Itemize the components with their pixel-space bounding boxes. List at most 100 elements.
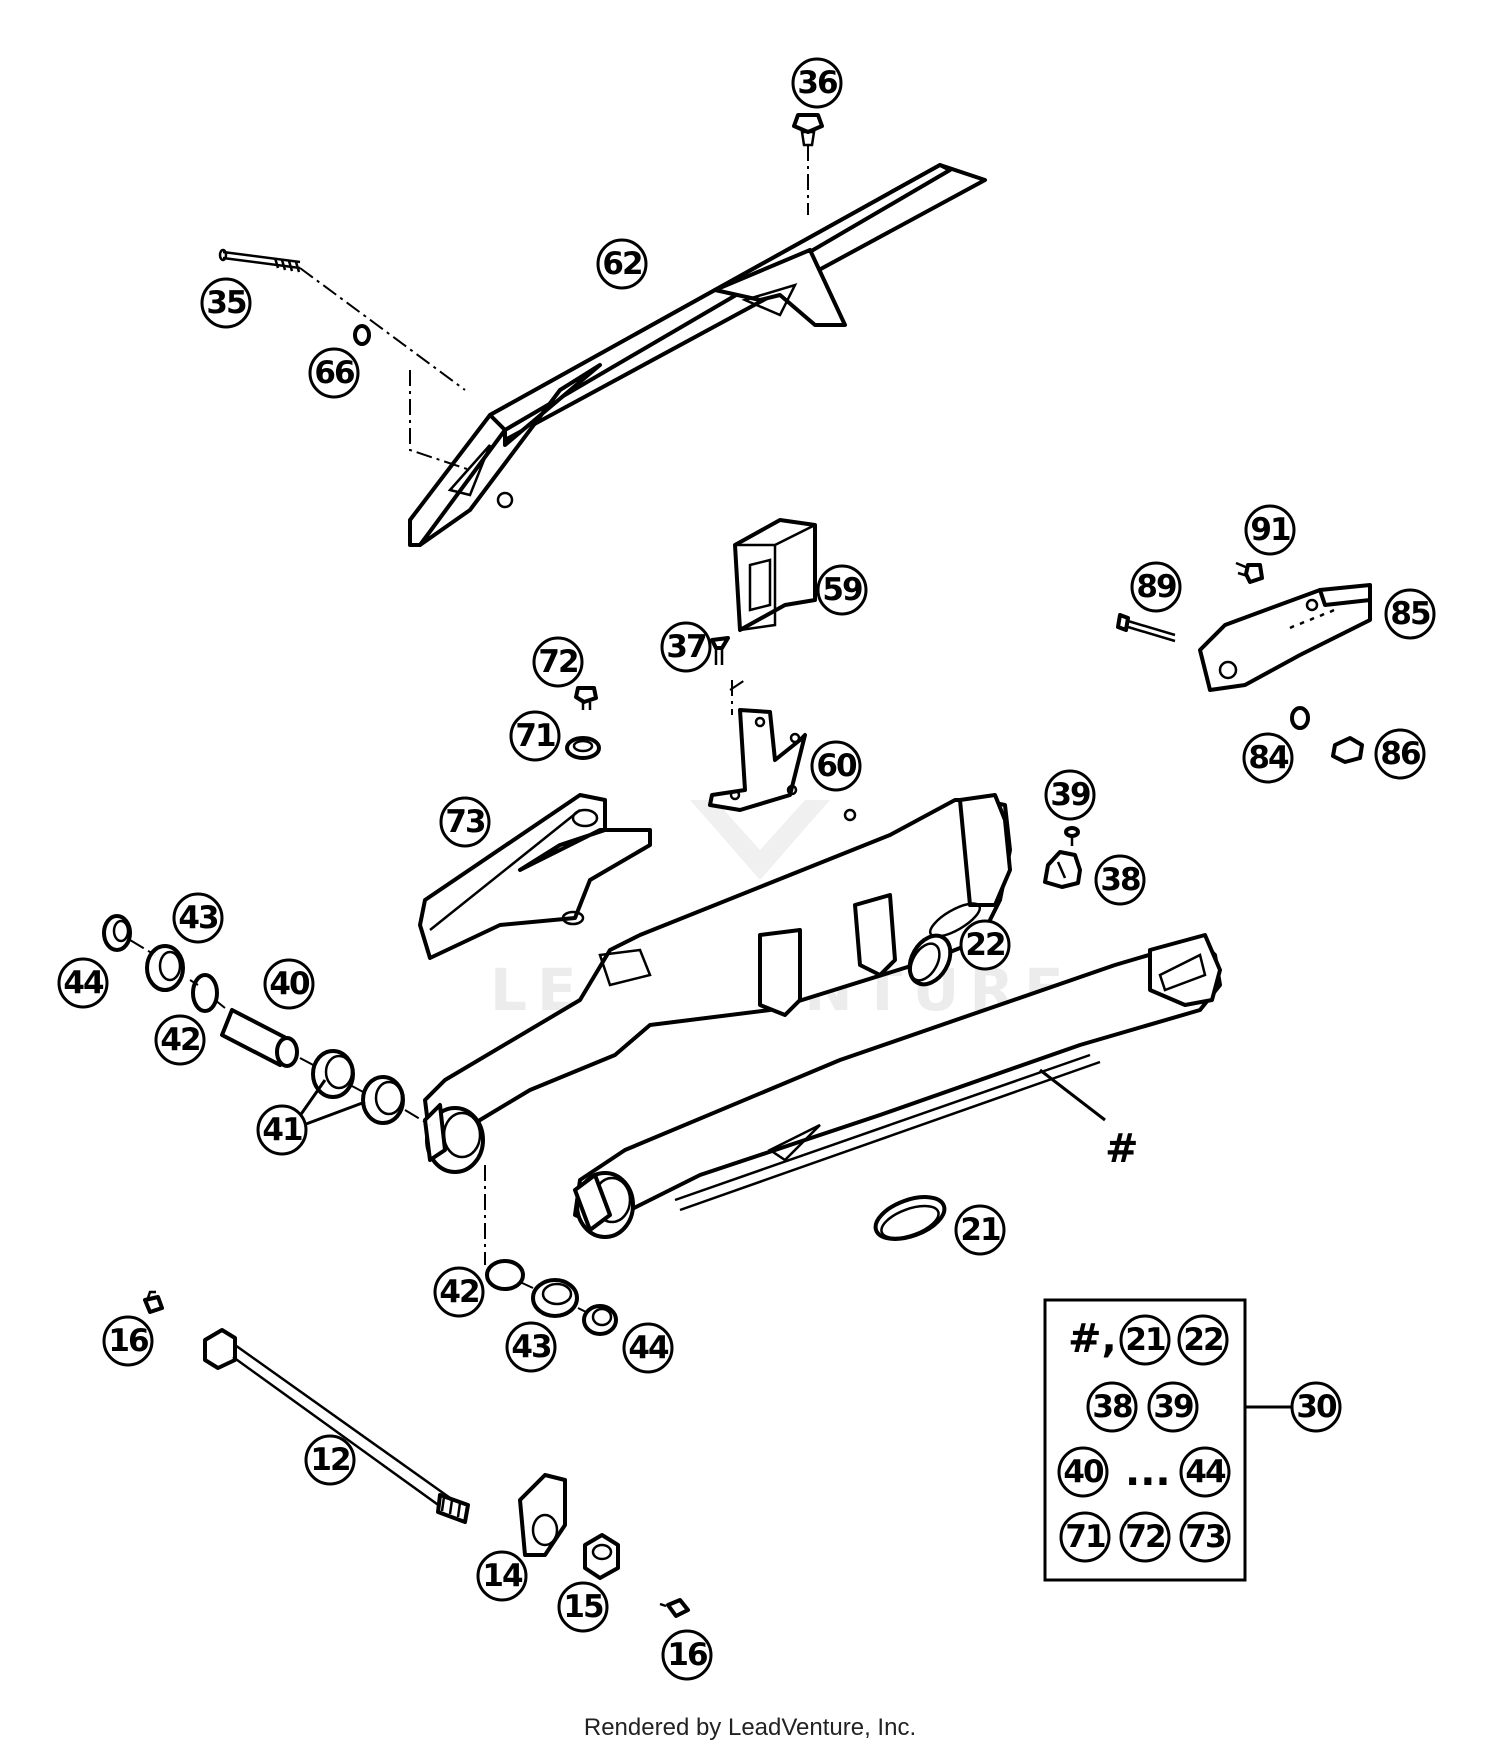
pivot-bolt [203, 1328, 470, 1524]
callout-89: 89 [1130, 561, 1182, 613]
screw-37 [710, 636, 730, 665]
callout-73: 73 [439, 796, 491, 848]
callout-86: 86 [1374, 728, 1426, 780]
callout-85: 85 [1384, 588, 1436, 640]
svg-text:39: 39 [1153, 1389, 1193, 1425]
svg-text:71: 71 [1065, 1519, 1105, 1555]
kit-item-21: 21 [1119, 1314, 1171, 1366]
svg-text:39: 39 [1050, 777, 1090, 813]
kit-ellipsis: ... [1125, 1449, 1171, 1495]
grease-nipple-16b [659, 1598, 690, 1618]
svg-text:44: 44 [628, 1330, 669, 1366]
svg-text:84: 84 [1248, 740, 1289, 776]
svg-text:72: 72 [1125, 1519, 1164, 1555]
svg-text:42: 42 [160, 1022, 199, 1058]
callout-42-upper: 42 [154, 1014, 206, 1066]
footer-credit: Rendered by LeadVenture, Inc. [584, 1714, 916, 1741]
svg-text:59: 59 [822, 572, 862, 608]
svg-text:35: 35 [206, 285, 246, 321]
guideline-bearing-upper [129, 939, 431, 1126]
guideline-35 [299, 267, 466, 391]
callout-40: 40 [263, 958, 315, 1010]
svg-text:72: 72 [538, 644, 577, 680]
svg-text:43: 43 [511, 1329, 551, 1365]
kit-item-72: 72 [1119, 1511, 1171, 1563]
plate-14 [518, 1473, 567, 1557]
clamp-38 [1043, 850, 1082, 889]
bolt-89 [1116, 613, 1176, 643]
svg-text:85: 85 [1390, 596, 1430, 632]
svg-text:44: 44 [63, 965, 104, 1001]
washer-42a [191, 973, 219, 1013]
svg-text:40: 40 [1063, 1454, 1104, 1490]
chain-guide-block [733, 518, 817, 632]
chain-guard [408, 163, 987, 547]
callout-39: 39 [1044, 769, 1096, 821]
svg-text:66: 66 [314, 355, 354, 391]
callout-42-lower: 42 [433, 1266, 485, 1318]
screw-91 [1235, 561, 1264, 584]
svg-text:62: 62 [602, 246, 641, 282]
svg-text:71: 71 [515, 718, 555, 754]
callout-21: 21 [954, 1204, 1006, 1256]
guideline-bearing-lower-2 [519, 1281, 587, 1313]
kit-item-73: 73 [1179, 1511, 1231, 1563]
svg-text:12: 12 [310, 1442, 349, 1478]
swingarm-leader [1039, 1068, 1106, 1122]
callout-71: 71 [509, 710, 561, 762]
svg-text:40: 40 [269, 966, 310, 1002]
callout-91: 91 [1244, 504, 1296, 556]
svg-text:60: 60 [816, 748, 857, 784]
svg-text:16: 16 [108, 1323, 148, 1359]
guide-bracket [708, 708, 807, 812]
kit-item-39: 39 [1147, 1381, 1199, 1433]
needle-bearing-41 [311, 1049, 405, 1125]
nut-15 [583, 1533, 620, 1580]
callout-43-lower: 43 [505, 1321, 557, 1373]
guideline-66 [409, 370, 471, 471]
grease-nipple-16a [143, 1290, 164, 1314]
svg-text:21: 21 [960, 1212, 1000, 1248]
callout-37: 37 [660, 621, 712, 673]
kit-item-38: 38 [1086, 1381, 1138, 1433]
callout-12: 12 [304, 1434, 356, 1486]
svg-text:91: 91 [1250, 512, 1290, 548]
svg-text:44: 44 [1185, 1454, 1226, 1490]
kit-item-71: 71 [1059, 1511, 1111, 1563]
callout-36: 36 [791, 57, 843, 109]
seal-43a [145, 944, 185, 992]
kit-item-44: 44 [1179, 1446, 1231, 1498]
chain-sliding-guard [1198, 583, 1372, 692]
bushing-40 [220, 1008, 299, 1068]
callout-84: 84 [1242, 732, 1294, 784]
callout-30: 30 [1290, 1381, 1342, 1433]
kit-box: #, 21 22 38 39 40 ... 44 71 72 73 30 [1043, 1298, 1342, 1582]
svg-text:37: 37 [666, 629, 706, 665]
dust-cover-44b [582, 1304, 618, 1336]
guideline-37 [729, 679, 746, 715]
callout-44-lower: 44 [622, 1322, 674, 1374]
callout-44-upper: 44 [57, 957, 109, 1009]
callout-15: 15 [557, 1581, 609, 1633]
washer-42b [485, 1259, 525, 1291]
svg-text:43: 43 [178, 900, 218, 936]
nut-86 [1331, 736, 1364, 764]
svg-text:73: 73 [1185, 1519, 1225, 1555]
swingarm [423, 793, 1222, 1239]
callout-62: 62 [596, 238, 648, 290]
kit-item-40: 40 [1057, 1446, 1109, 1498]
screw-72 [574, 686, 598, 710]
callout-14: 14 [476, 1550, 528, 1602]
seal-43b [531, 1278, 579, 1318]
washer-84 [1290, 706, 1310, 730]
svg-text:22: 22 [1183, 1322, 1222, 1358]
svg-text:30: 30 [1296, 1389, 1337, 1425]
callout-38: 38 [1094, 854, 1146, 906]
callout-16-lower: 16 [661, 1629, 713, 1681]
callout-16-upper: 16 [102, 1315, 154, 1367]
kit-item-22: 22 [1177, 1314, 1229, 1366]
ring-21 [873, 1195, 947, 1241]
svg-text:86: 86 [1380, 736, 1420, 772]
svg-text:41: 41 [262, 1112, 302, 1148]
